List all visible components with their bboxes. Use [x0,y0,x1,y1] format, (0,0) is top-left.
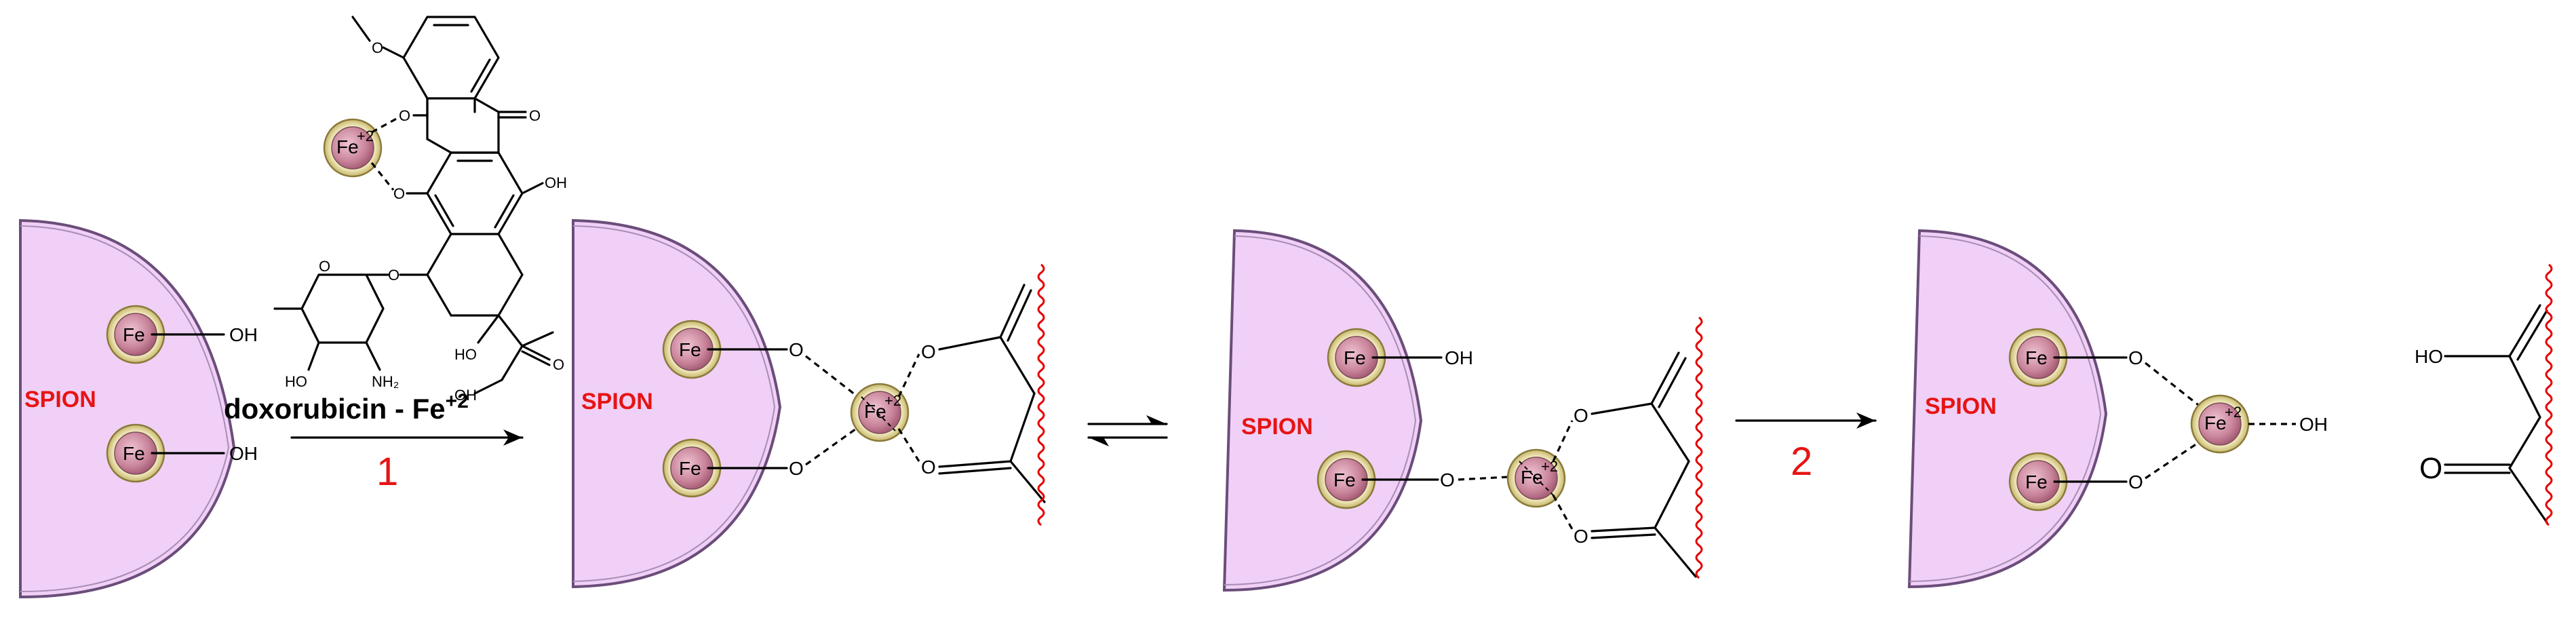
spion-label-1: SPION [24,387,96,412]
svg-text:O: O [2128,471,2143,493]
svg-text:O: O [2419,452,2442,485]
spion-particle-1 [19,218,236,599]
svg-text:O: O [1574,526,1588,547]
spion-label-4: SPION [1925,393,1997,419]
iron-atom-icon: Fe [106,305,165,364]
svg-text:O: O [319,258,330,275]
reaction-arrow-icon [1735,412,1877,429]
svg-text:Fe: Fe [123,443,145,464]
svg-text:OH: OH [1445,347,1473,368]
svg-text:O: O [553,356,564,373]
svg-text:O: O [789,339,804,360]
reagent-label: doxorubicin - Fe+2 [224,390,469,425]
svg-text:Fe: Fe [1344,347,1366,368]
spion-label-3: SPION [1241,414,1313,440]
svg-text:O: O [2128,347,2143,368]
iron-atom-icon: Fe +2 [1506,448,1566,508]
iron-atom-icon: Fe +2 [323,118,383,178]
hydroxyl-label: OH [229,443,258,464]
svg-text:O: O [1574,405,1588,426]
svg-text:HO: HO [2415,346,2443,367]
svg-text:Fe: Fe [123,324,145,345]
iron-atom-icon: Fe [106,423,165,483]
svg-text:+2: +2 [1541,458,1558,475]
svg-text:O: O [1440,469,1455,490]
svg-text:Fe: Fe [1521,467,1543,488]
svg-text:NH₂: NH₂ [372,373,399,390]
svg-text:O: O [388,267,399,284]
step-2-label: 2 [1791,440,1812,484]
svg-text:Fe: Fe [336,136,359,157]
svg-text:+2: +2 [2225,404,2242,421]
iron-atom-icon: Fe +2 [2190,394,2250,454]
iron-atom-icon: Fe +2 [850,383,910,442]
hydroxyl-label: OH [229,324,258,345]
svg-text:+2: +2 [357,128,374,144]
svg-text:Fe: Fe [1333,469,1356,490]
svg-text:OH: OH [2299,414,2328,435]
equilibrium-arrow-icon [1087,415,1168,446]
svg-text:Fe: Fe [2025,347,2048,368]
wavy-surface-icon [1037,263,1045,526]
svg-text:O: O [393,185,405,202]
wavy-surface-icon [2545,263,2553,526]
svg-text:O: O [921,457,936,478]
spion-label-2: SPION [581,389,653,414]
svg-text:Fe: Fe [2025,471,2048,493]
svg-text:O: O [372,39,383,56]
svg-text:Fe: Fe [679,458,701,479]
svg-text:HO: HO [285,373,307,390]
iron-atom-icon: Fe [1327,328,1386,387]
spion-particle-2 [572,218,782,589]
spion-particle-3 [1222,229,1423,592]
wavy-surface-icon [1695,316,1703,579]
iron-atom-icon: Fe [1316,450,1376,509]
svg-text:O: O [529,107,541,124]
svg-text:O: O [399,107,410,124]
svg-text:OH: OH [545,174,567,191]
svg-text:Fe: Fe [2204,412,2227,433]
svg-text:Fe: Fe [679,339,701,360]
iron-atom-icon: Fe [662,320,722,379]
svg-text:OH: OH [454,387,477,404]
doxorubicin-structure: O O O OH O HO [273,16,567,404]
svg-text:HO: HO [454,346,477,363]
free-ligand: HO O [2415,304,2548,524]
step-1-label: 1 [376,450,398,494]
iron-atom-icon: Fe [2008,328,2068,387]
svg-text:O: O [789,458,804,479]
reaction-arrow-icon [290,429,524,446]
svg-text:O: O [921,341,936,362]
iron-atom-icon: Fe [662,438,722,498]
